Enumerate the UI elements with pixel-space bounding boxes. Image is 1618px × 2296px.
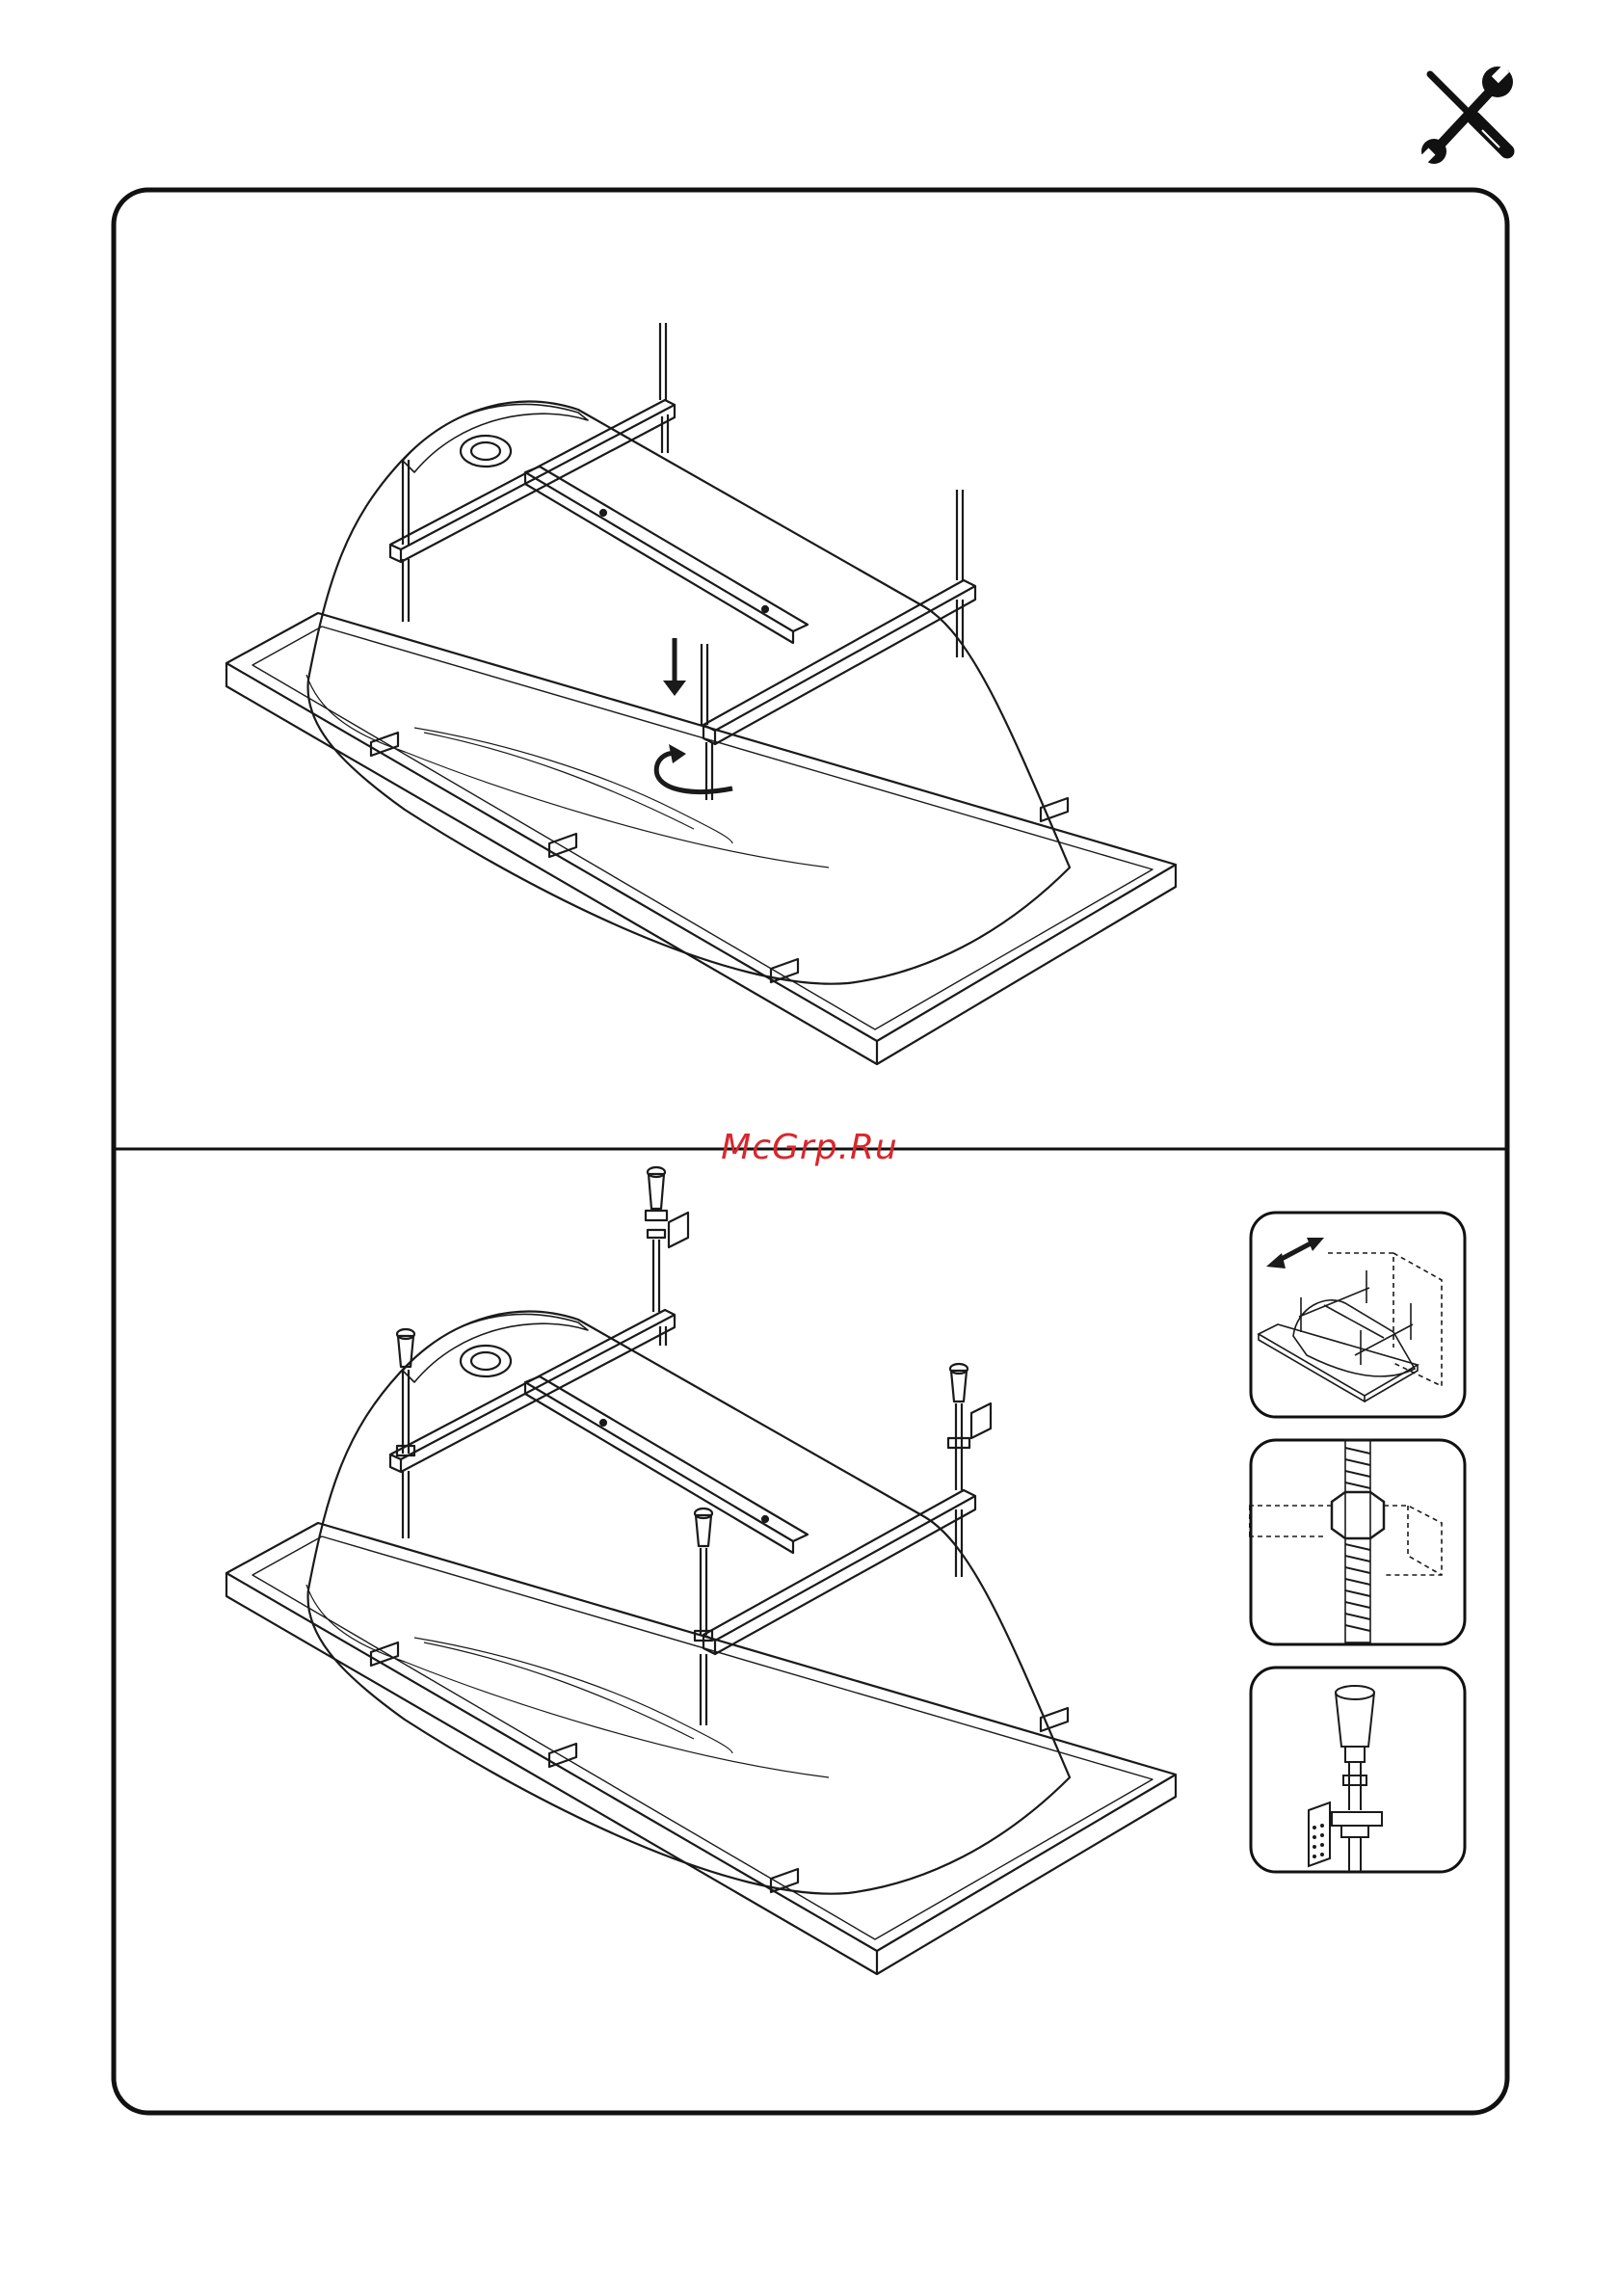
arrow-down-icon (663, 638, 686, 696)
watermark: McGrp.Ru (597, 1128, 1021, 1167)
rotate-arrow-icon (656, 753, 732, 791)
detail-leg-bracket (1249, 1666, 1467, 1874)
step-frame-placement (0, 0, 1618, 1147)
step-leg-installation (0, 1153, 1214, 2107)
detail-threaded-rod-nut (1249, 1438, 1467, 1646)
detail-wall-distance (1249, 1211, 1467, 1419)
